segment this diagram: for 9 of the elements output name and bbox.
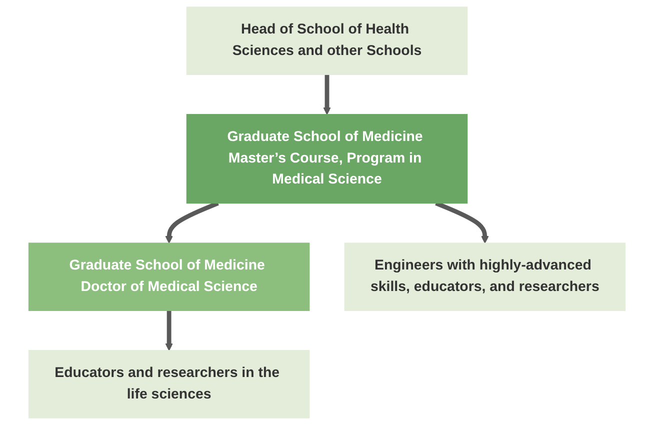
node-box: Head of School of Health Sciences and other Schools xyxy=(186,6,468,75)
arrow xyxy=(323,74,331,115)
node-box: Graduate School of Medicine Master’s Course, Program in Medical Science xyxy=(186,114,468,204)
arrow xyxy=(165,201,219,244)
arrow xyxy=(165,310,173,351)
node-box: Graduate School of Medicine Doctor of Medical Science xyxy=(28,242,310,311)
node-box: Educators and researchers in the life sciences xyxy=(28,350,310,418)
arrow xyxy=(435,201,489,244)
node-box: Engineers with highly-advanced skills, educators, and researchers xyxy=(344,242,626,311)
